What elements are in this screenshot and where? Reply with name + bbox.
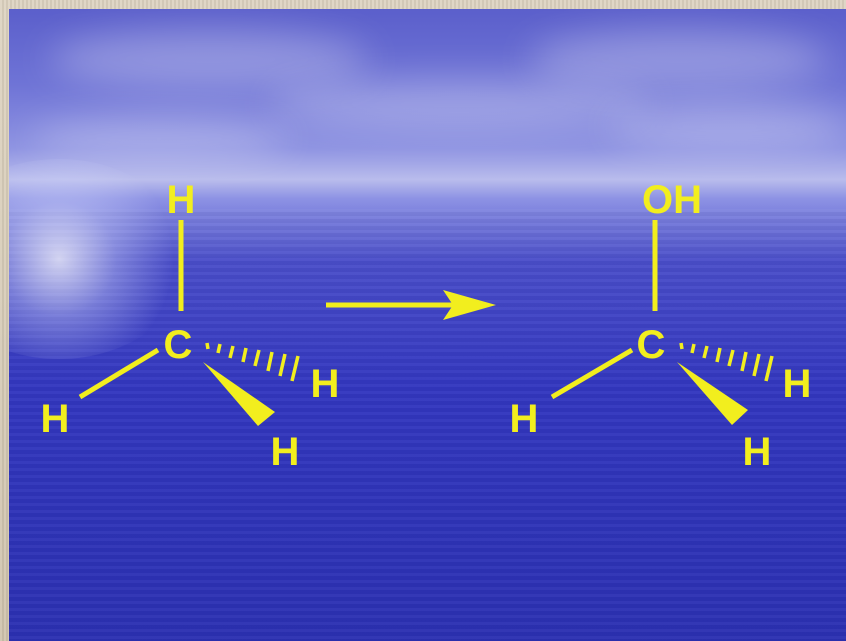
cloud-wisp	[269, 79, 649, 129]
bond-left	[78, 347, 160, 400]
cloud-wisp	[49, 29, 369, 89]
atom-center: C	[164, 323, 193, 367]
hashed-bond	[205, 342, 300, 382]
atom-top: H	[167, 178, 196, 222]
hashed-bond	[679, 342, 774, 382]
atom-wedge: H	[743, 430, 772, 474]
wedge-bond	[677, 362, 748, 425]
atom-wedge: H	[271, 430, 300, 474]
bond-left	[550, 347, 634, 400]
cloud-wisp	[29, 119, 289, 159]
reactant-molecule: H C H H H	[41, 178, 340, 474]
slide-background	[9, 9, 846, 641]
atom-hashed: H	[311, 362, 340, 406]
atom-top: OH	[642, 178, 702, 222]
atom-left: H	[510, 397, 539, 441]
right-arrow-icon	[326, 290, 496, 320]
product-molecule: OH C H H H	[510, 178, 812, 474]
cloud-wisp	[529, 29, 829, 89]
atom-left: H	[41, 397, 70, 441]
cloud-wisp	[609, 104, 846, 149]
atom-hashed: H	[783, 362, 812, 406]
atom-center: C	[637, 323, 666, 367]
wedge-bond	[203, 362, 275, 426]
